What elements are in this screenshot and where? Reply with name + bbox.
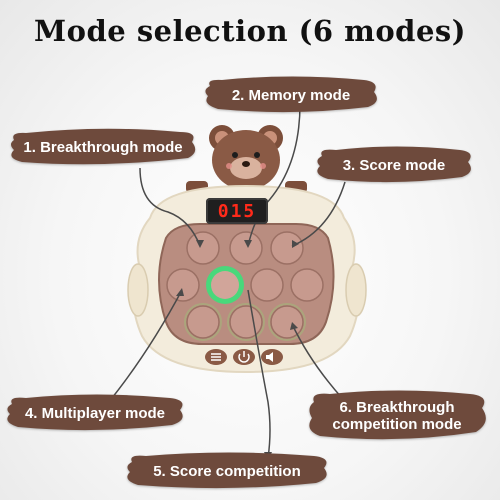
menu-icon — [211, 353, 221, 361]
mode-label-1: 1. Breakthrough mode — [8, 128, 198, 166]
power-icon — [238, 351, 250, 363]
mode-label-3: 3. Score mode — [314, 146, 474, 184]
speaker-icon — [266, 352, 273, 362]
bear-head-icon — [186, 125, 307, 193]
mode-label-line2: competition mode — [332, 416, 462, 433]
mode-label-6: 6. Breakthrough competition mode — [306, 390, 488, 442]
page-title: Mode selection (6 modes) — [34, 14, 466, 48]
control-buttons — [205, 349, 283, 365]
mode-label-text: 5. Score competition — [153, 462, 301, 480]
mode-label-5: 5. Score competition — [124, 452, 330, 490]
mode-label-text: 4. Multiplayer mode — [24, 404, 166, 422]
mode-label-text: 2. Memory mode — [231, 86, 351, 104]
mode-label-2: 2. Memory mode — [202, 76, 380, 114]
mode-label-text: 1. Breakthrough mode — [23, 138, 183, 156]
mode-label-4: 4. Multiplayer mode — [4, 394, 186, 432]
mode-label-line1: 6. Breakthrough — [339, 399, 455, 416]
score-display: 015 — [206, 198, 268, 224]
mode-label-text: 3. Score mode — [342, 156, 446, 174]
